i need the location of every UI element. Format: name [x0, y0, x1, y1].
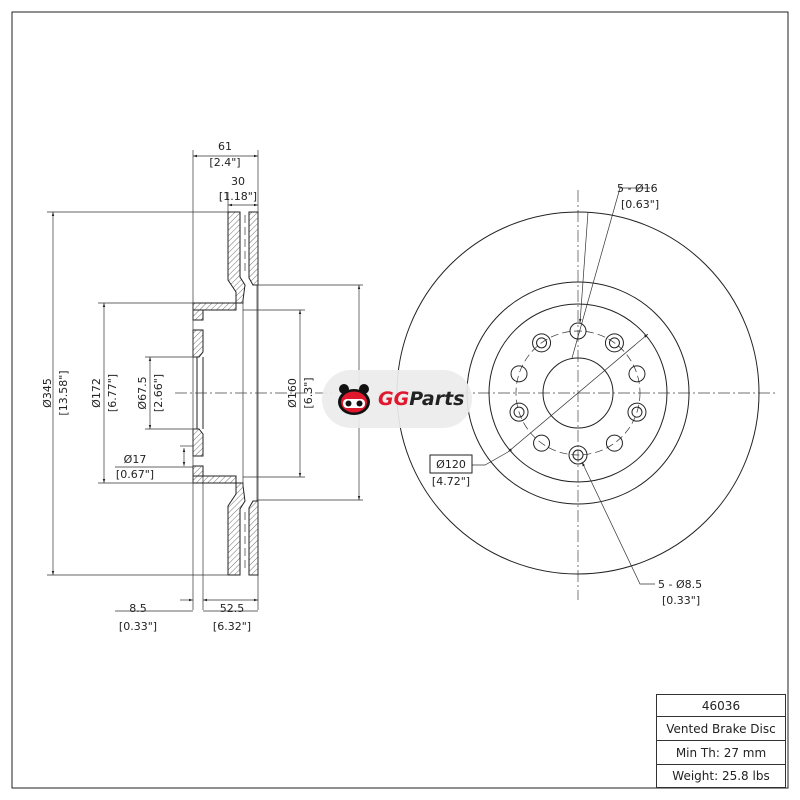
dim-hub-thickness-inch: [0.33"] [119, 620, 157, 633]
lower-inboard-plate [248, 500, 259, 576]
weight: Weight: 25.8 lbs [656, 764, 786, 788]
dim-inner-diameter: Ø160 [286, 378, 299, 408]
dim-hat-diameter: Ø172 [90, 378, 103, 408]
lug-hole [628, 365, 646, 383]
dim-large-holes: 5 - Ø16 [617, 182, 658, 195]
dim-overall-width: 61 [218, 140, 232, 153]
dim-outer-diameter: Ø345 [41, 378, 54, 408]
lug-hole [510, 365, 528, 383]
dim-center-bore-inch: [2.66"] [152, 374, 165, 412]
ggparts-logo: GGParts [322, 370, 472, 428]
logo-text-parts: Parts [409, 388, 465, 410]
dim-hole-diameter: Ø17 [124, 453, 147, 466]
min-thickness: Min Th: 27 mm [656, 740, 786, 765]
face-view: Ø120 [4.72"] 5 - Ø16 [0.63"] 5 - Ø8.5 [0… [378, 182, 775, 607]
lower-outboard-plate [192, 475, 246, 576]
upper-outboard-plate [192, 211, 246, 311]
upper-hub [192, 309, 204, 358]
dim-hub-thickness: 8.5 [129, 602, 147, 615]
dim-inner-diameter-inch: [6.3"] [302, 377, 315, 408]
dim-offset-inch: [6.32"] [213, 620, 251, 633]
bolt-circle-label-box [429, 454, 473, 474]
dim-bolt-circle-inch: [4.72"] [432, 475, 470, 488]
dim-large-holes-inch: [0.63"] [621, 198, 659, 211]
lower-hub [192, 428, 204, 477]
dim-hole-diameter-inch: [0.67"] [116, 468, 154, 481]
mascot-icon [338, 384, 370, 415]
dim-offset: 52.5 [220, 602, 245, 615]
dim-overall-width-inch: [2.4"] [209, 156, 240, 169]
dim-rotor-thickness: 30 [231, 175, 245, 188]
lug-hole [605, 434, 623, 452]
dim-rotor-thickness-inch: [1.18"] [219, 190, 257, 203]
dim-small-holes: 5 - Ø8.5 [658, 578, 702, 591]
drawing-frame [11, 11, 789, 789]
dim-hat-diameter-inch: [6.77"] [106, 374, 119, 412]
part-number: 46036 [656, 694, 786, 717]
dim-bolt-circle: Ø120 [436, 458, 466, 471]
dim-center-bore: Ø67.5 [136, 376, 149, 409]
dim-outer-diameter-inch: [13.58"] [57, 370, 70, 415]
side-section-view: 61 [2.4"] 30 [1.18"] Ø345 [13.58"] Ø172 … [41, 140, 363, 633]
part-description: Vented Brake Disc [656, 716, 786, 741]
dim-small-holes-inch: [0.33"] [662, 594, 700, 607]
hat-edge [488, 303, 668, 483]
upper-inboard-plate [248, 211, 259, 286]
logo-text-gg: GG [378, 388, 410, 410]
